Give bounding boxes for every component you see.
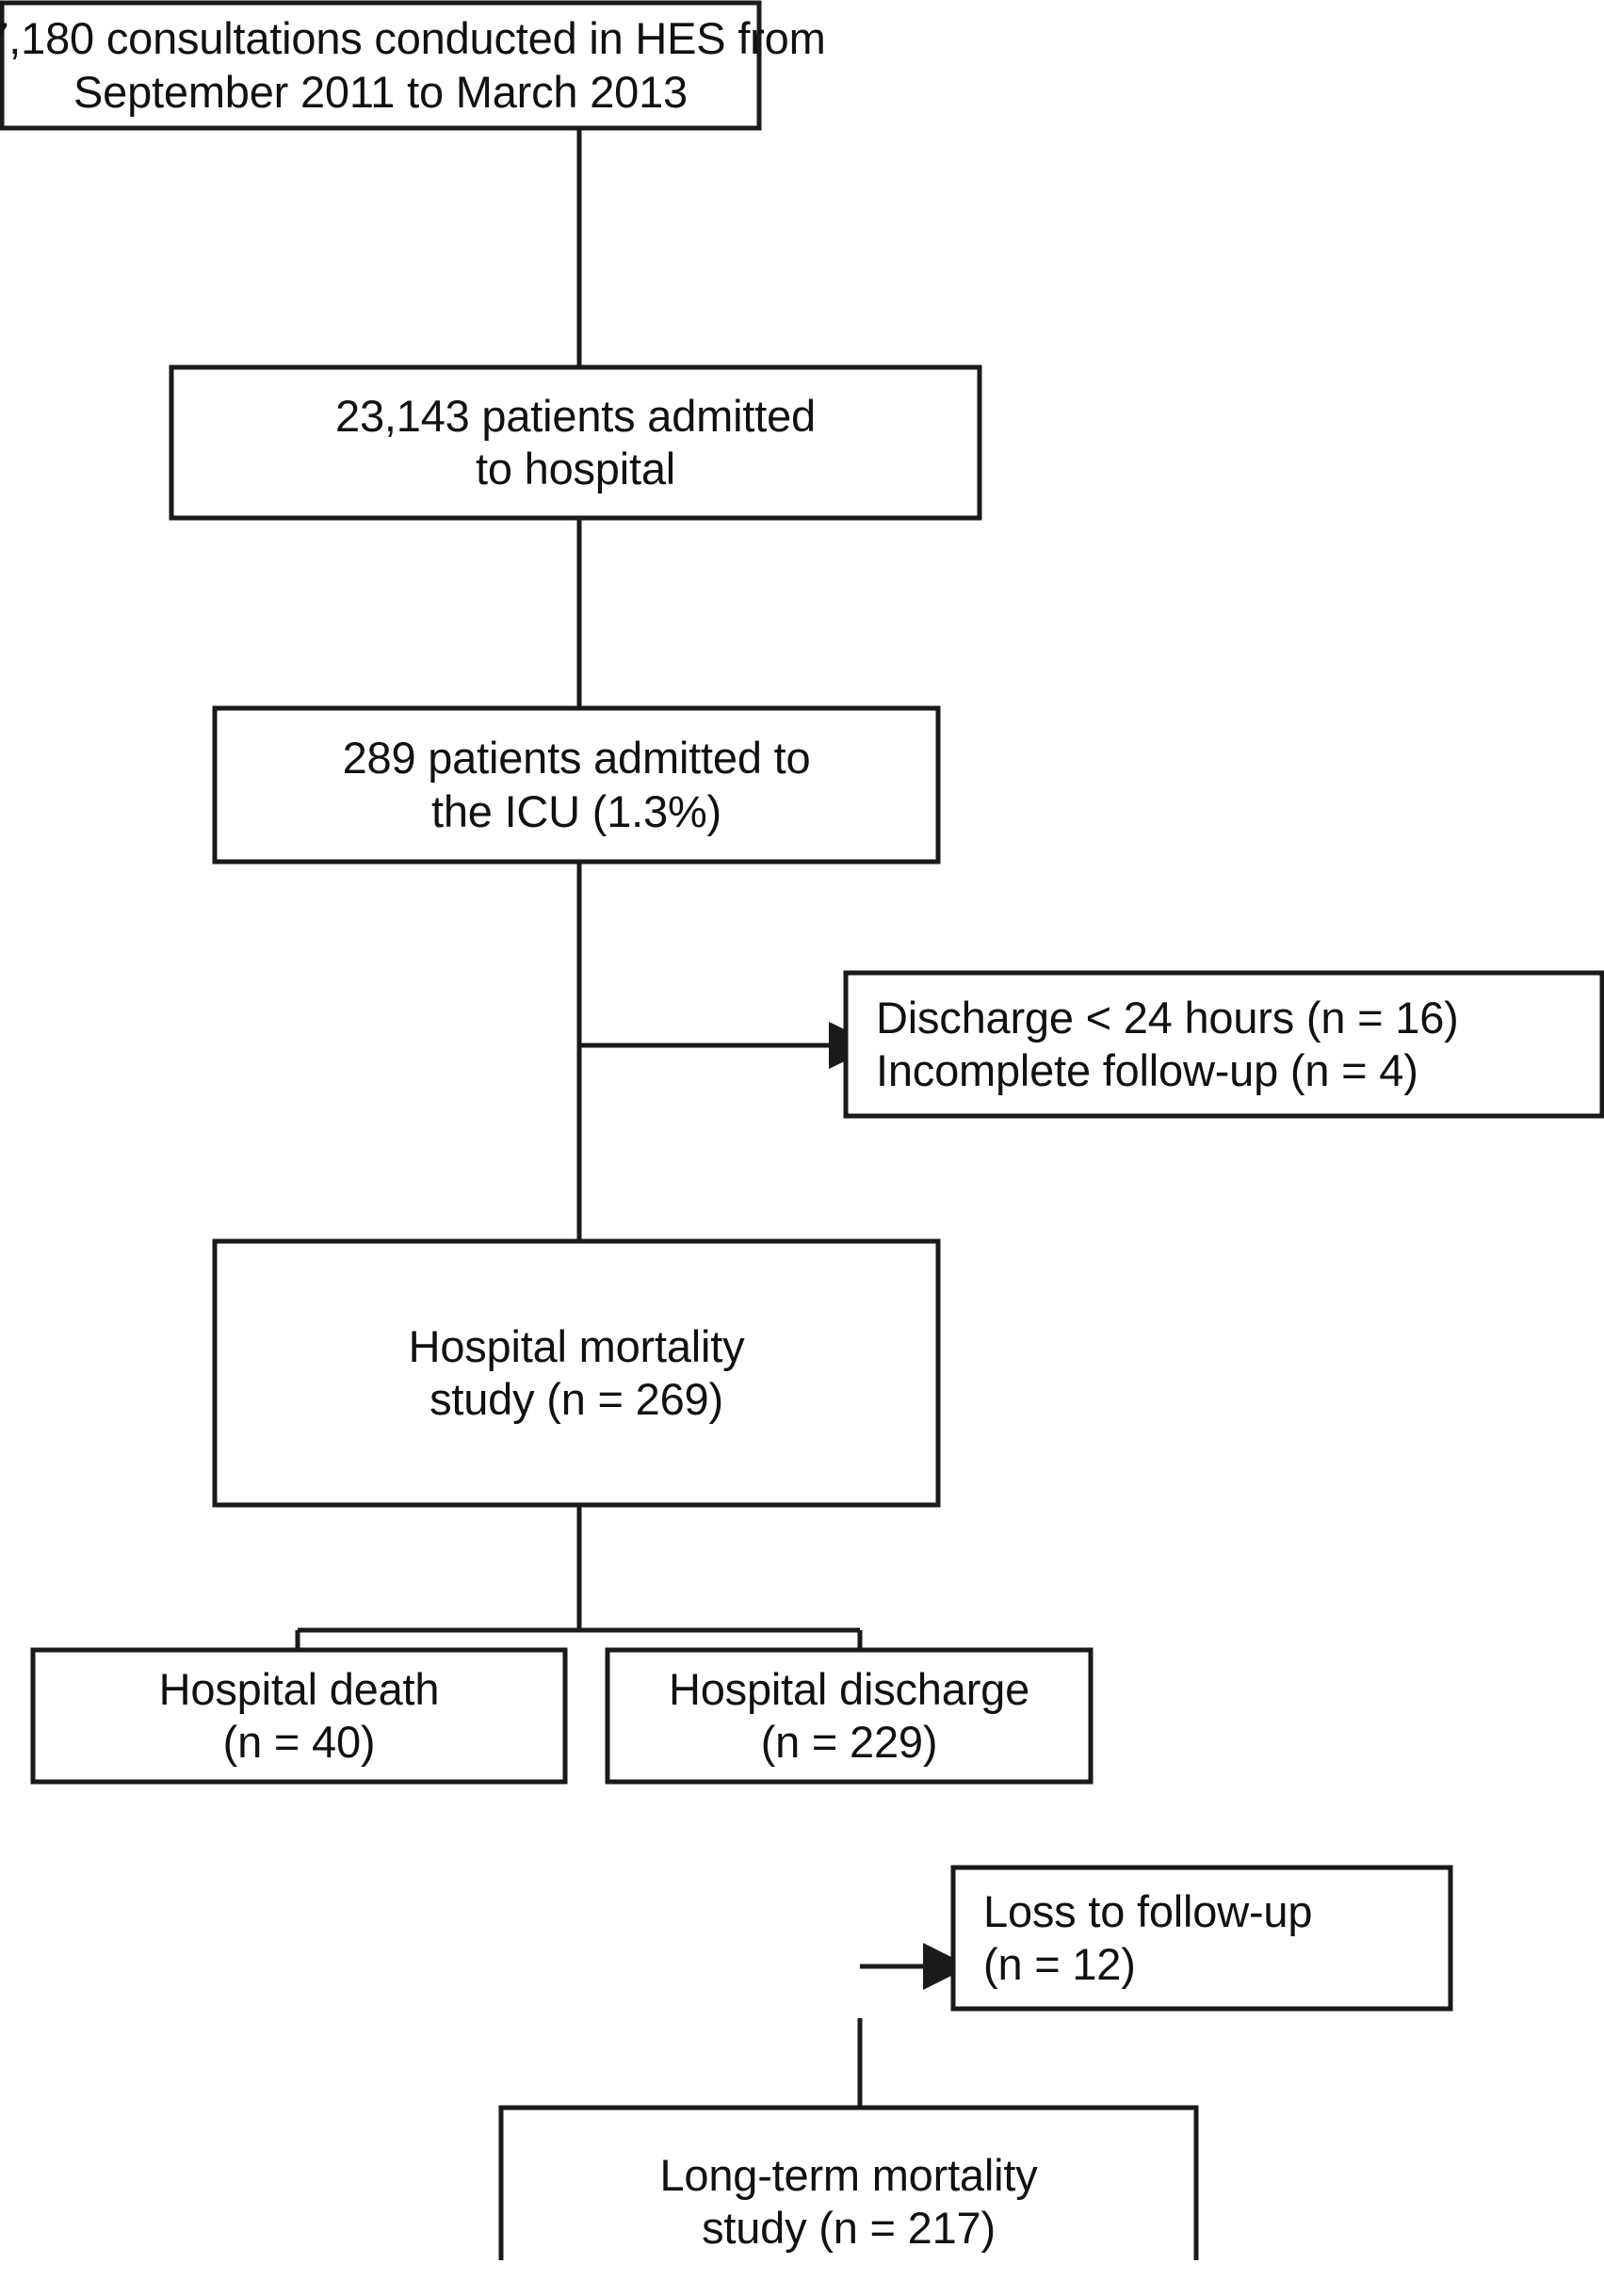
hospital-discharge-box-outline xyxy=(605,1647,1094,1785)
icu-admissions-box-outline xyxy=(212,705,941,865)
consultations-box-outline xyxy=(0,0,762,131)
hospital-death-box-outline xyxy=(30,1647,568,1785)
exclusions-box-outline xyxy=(843,970,1604,1119)
loss-arrow-icon xyxy=(923,1943,970,1990)
hospital-admissions-box-outline xyxy=(169,364,982,521)
loss-to-followup-box-outline xyxy=(950,1865,1453,2012)
hospital-mortality-study-box-outline xyxy=(212,1238,941,1508)
long-term-mortality-study-box-outline xyxy=(498,2105,1199,2260)
